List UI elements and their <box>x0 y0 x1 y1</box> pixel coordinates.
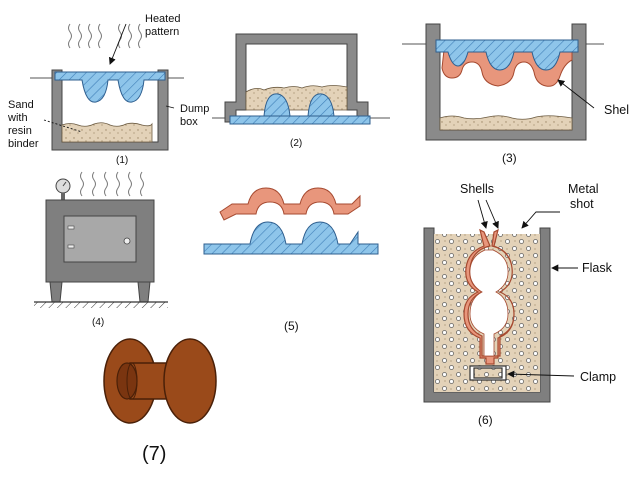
step-label-4: (4) <box>92 317 104 328</box>
sand-label-4: binder <box>8 138 39 150</box>
shell-label: Shel <box>604 103 629 117</box>
ground <box>34 302 168 308</box>
door-handle-icon <box>123 237 131 245</box>
clamp-label: Clamp <box>580 370 616 384</box>
sand-label-1: Sand <box>8 99 34 111</box>
resin-sand <box>61 122 153 143</box>
dump-box-label-1: Dump <box>180 103 209 115</box>
shell-stripped <box>219 187 361 221</box>
step-label-2: (2) <box>290 138 302 149</box>
step5-group: (5) <box>203 187 379 333</box>
sand-label-3: resin <box>8 125 32 137</box>
step7-group: (7) <box>103 338 217 465</box>
flask-label: Flask <box>582 261 613 275</box>
metal-shot-label-2: shot <box>570 197 594 211</box>
step-label-1: (1) <box>116 155 128 166</box>
step3-group: Shel (3) <box>402 23 629 165</box>
step6-group: Shells Metal shot Flask Clamp (6) <box>423 182 616 427</box>
step1-group: Heated pattern Sand with resin binder Du… <box>7 13 209 166</box>
heated-pattern-label-2: pattern <box>145 26 179 38</box>
step-label-3: (3) <box>502 151 517 165</box>
heated-pattern <box>203 221 379 255</box>
step2-group: (2) <box>212 33 390 149</box>
dump-box-label-2: box <box>180 116 198 128</box>
metal-shot-label-1: Metal <box>568 182 599 196</box>
dump-box <box>425 23 587 141</box>
step4-group: (4) <box>34 171 168 328</box>
shells-label: Shells <box>460 182 494 196</box>
casting-right-flange <box>163 338 217 424</box>
shell-mold <box>463 228 515 365</box>
heated-pattern-label-1: Heated <box>145 13 180 25</box>
clamp <box>469 365 507 381</box>
heated-pattern <box>229 93 371 125</box>
mold-cavity <box>469 249 509 357</box>
heated-pattern <box>54 71 166 103</box>
heat-waves-icon <box>80 171 144 197</box>
heated-pattern <box>435 39 579 71</box>
step-label-6: (6) <box>478 413 493 427</box>
dump-box-inverted <box>224 33 369 123</box>
heat-waves-icon <box>68 23 142 49</box>
oven-door <box>63 215 137 263</box>
step-label-7: (7) <box>142 443 166 465</box>
step-label-5: (5) <box>284 319 299 333</box>
sand-label-2: with <box>7 112 28 124</box>
remaining-sand <box>439 115 573 131</box>
